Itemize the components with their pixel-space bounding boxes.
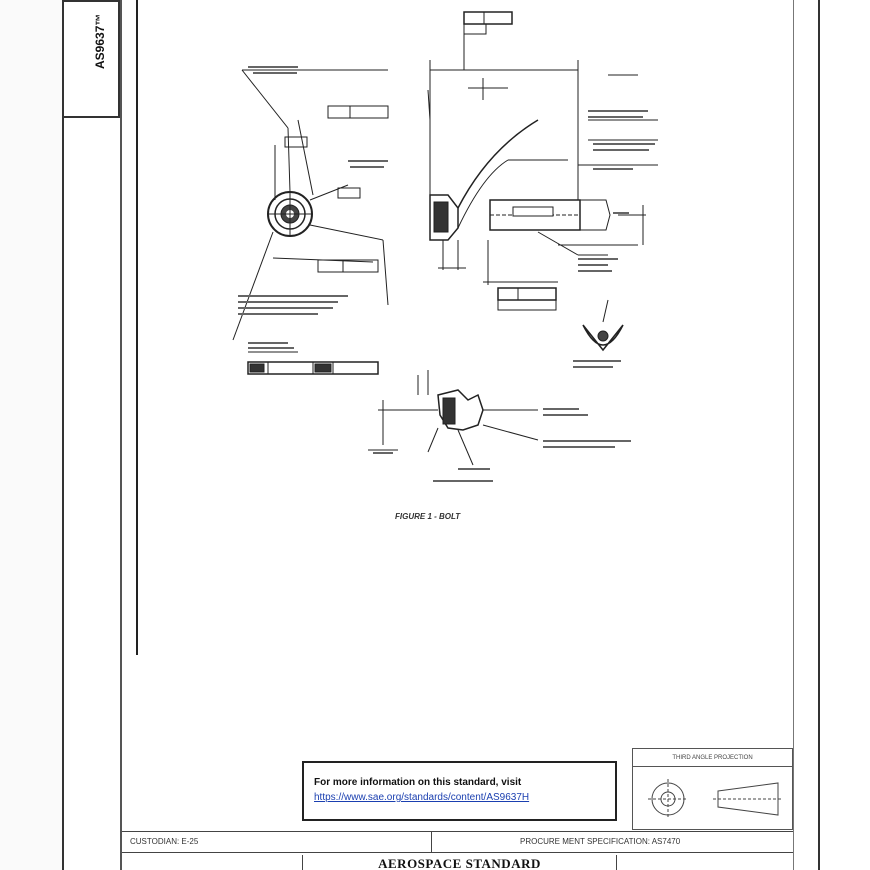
margin-rule: [120, 0, 122, 870]
recess-symbol: [582, 299, 624, 352]
info-box: For more information on this standard, v…: [302, 761, 617, 821]
custodian-label: CUSTODIAN: E-25: [122, 832, 432, 852]
projection-block: THIRD ANGLE PROJECTION: [632, 748, 793, 830]
info-title: For more information on this standard, v…: [314, 777, 522, 788]
document-id-box: AS9637™: [62, 0, 120, 118]
bolt-drawing: [232, 11, 658, 482]
page-frame: [62, 0, 820, 870]
footer-row: CUSTODIAN: E-25 PROCURE MENT SPECIFICATI…: [122, 831, 793, 853]
right-rule: [793, 0, 794, 870]
standard-banner: AEROSPACE STANDARD: [302, 855, 617, 870]
drawing-border: [136, 0, 138, 655]
third-angle-projection-icon: [648, 779, 783, 819]
section-view: [368, 370, 539, 466]
standard-link[interactable]: https://www.sae.org/standards/content/AS…: [314, 792, 530, 803]
bolt-side-view: [427, 60, 658, 285]
document-id: AS9637™: [93, 13, 107, 69]
left-margin: [0, 0, 62, 870]
bolt-top-view: [267, 191, 313, 237]
projection-title: THIRD ANGLE PROJECTION: [633, 749, 792, 767]
procurement-spec-label: PROCURE MENT SPECIFICATION: AS7470: [520, 837, 681, 846]
figure-caption: FIGURE 1 - BOLT: [395, 512, 461, 521]
